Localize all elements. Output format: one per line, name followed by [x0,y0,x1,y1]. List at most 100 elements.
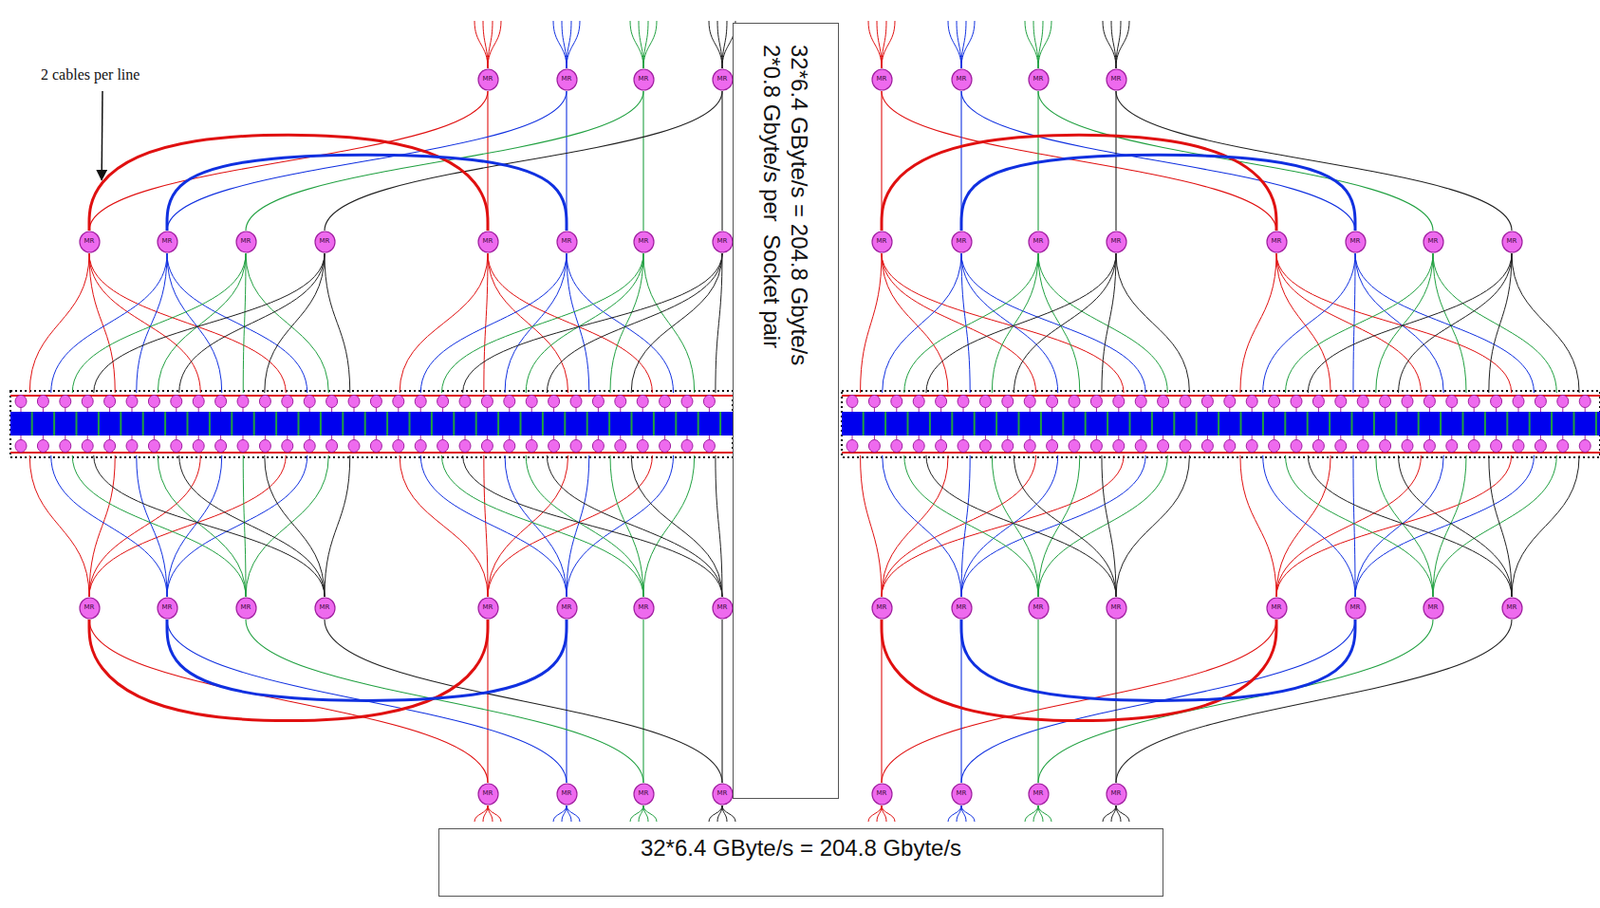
socket-divider [1328,411,1331,436]
router-node: MR [632,230,655,254]
cable-link [1037,619,1039,783]
router-node: MR [632,782,655,806]
cable-link [642,91,644,231]
cable-fan [157,455,246,597]
router-label: MR [561,790,573,799]
socket-divider [674,411,677,436]
chip-router [348,395,360,409]
socket-divider [1506,411,1508,436]
chip-router [659,395,671,409]
router-label: MR [1506,604,1518,613]
cable-fan [948,20,962,69]
router-label: MR [1428,238,1439,246]
cable-fan [1101,455,1117,597]
cable-fan [961,805,975,822]
chip-router [1335,395,1347,409]
cable-fan [1116,253,1190,393]
router-node: MR [556,782,578,806]
cable-fan [1355,253,1444,393]
router-node: MR [156,596,179,620]
chip-router [1201,395,1213,409]
router-label: MR [84,238,95,246]
chip-router [1023,440,1036,453]
cable-fan [525,253,644,393]
socket-divider [341,411,344,436]
chip-router [957,395,969,409]
router-node: MR [156,230,179,254]
cable-fan [956,805,962,822]
cable-fan [881,805,895,822]
chip-router [868,395,880,409]
router-node: MR [950,596,973,620]
router-label: MR [483,790,494,799]
cable-fan [483,253,488,393]
socket-divider [364,411,367,436]
cable-fan [463,455,723,597]
cable-fan [1432,455,1467,597]
cable-fan [904,253,1039,393]
cable-fan [324,253,351,393]
chip-router [1401,395,1414,409]
socket-divider [1106,411,1109,436]
cable-link [324,91,723,231]
router-label: MR [876,75,888,84]
chip-router [370,440,382,453]
cable-fan [1353,253,1356,393]
chip-router [1357,440,1369,453]
chip-router [192,395,205,409]
router-node: MR [235,596,258,620]
cable-fan [876,805,882,822]
chip-router [37,440,49,453]
router-label: MR [1111,790,1122,799]
chip-router [1134,440,1147,453]
socket-divider [520,411,522,436]
cable-fan [1024,805,1039,822]
socket-divider [1351,411,1354,436]
cable-fan [1276,253,1512,393]
cable-fan [72,455,246,597]
router-node: MR [556,68,578,92]
router-node: MR [235,230,258,254]
cable-fan [1276,455,1512,597]
socket-divider [563,411,566,436]
chip-router [437,395,449,409]
router-label: MR [956,604,968,613]
chip-router [592,395,604,409]
chip-router [459,440,471,453]
socket-divider [995,411,998,436]
router-node: MR [1027,230,1050,254]
cable-fan [264,253,325,393]
router-label: MR [1033,238,1044,246]
cable-fan [1038,805,1052,822]
socket-divider [119,411,122,436]
chip-router [681,440,693,453]
chip-router [1357,395,1369,409]
cable-fan [399,253,488,393]
chip-router [326,395,338,409]
socket-divider [1462,411,1465,436]
chip-router [1423,395,1435,409]
cable-link [245,619,644,783]
chip-router [1534,440,1546,453]
cable-fan [881,455,1037,597]
socket-divider [1129,411,1132,436]
cable-fan [1398,455,1512,597]
cable-fan [643,455,695,597]
chip-router [1512,440,1525,453]
chip-router [1246,395,1258,409]
cable-fan [420,253,567,393]
chip-router [1157,440,1170,453]
cable-fan [93,455,325,597]
router-label: MR [84,604,95,613]
chip-router [525,440,538,453]
socket-divider [1283,411,1286,436]
chip-router [592,440,604,453]
chip-router [912,395,925,409]
cable-fan [631,455,723,597]
socket-divider [929,411,931,436]
cable-fan [961,455,1059,597]
router-label: MR [162,238,173,246]
socket-divider [1040,411,1042,436]
cable-fan [487,20,502,69]
